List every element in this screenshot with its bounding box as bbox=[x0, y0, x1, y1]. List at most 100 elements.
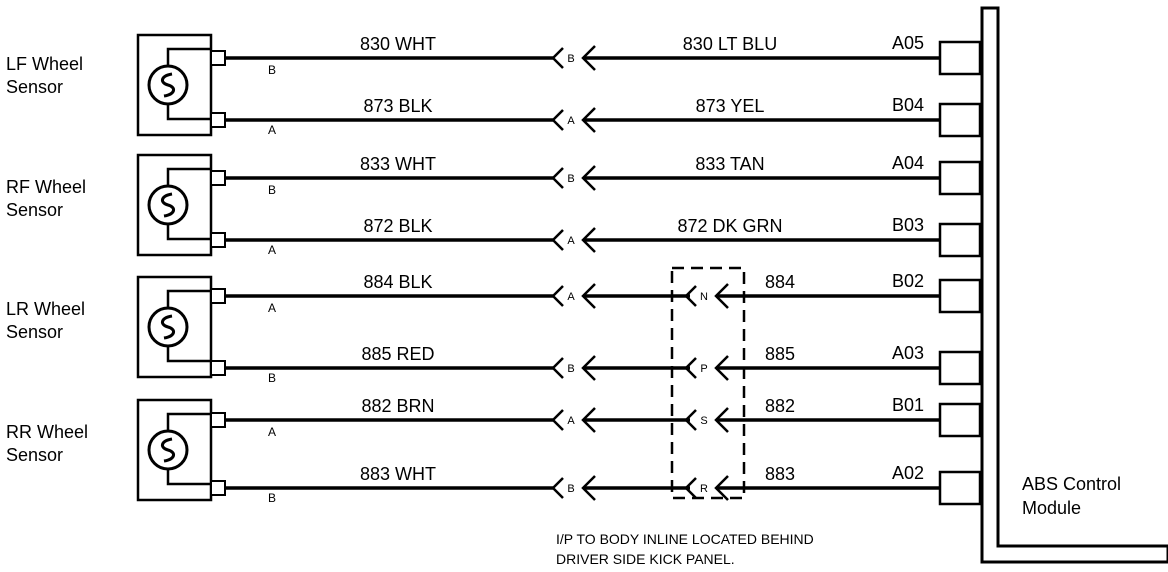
module-terminal bbox=[938, 350, 982, 386]
abs-module-housing bbox=[980, 6, 1168, 564]
wire-right-label: 883 bbox=[765, 464, 795, 484]
module-terminal bbox=[938, 278, 982, 314]
sensor-sine-icon bbox=[161, 192, 175, 218]
sensor-lead bbox=[166, 412, 212, 431]
sensor-rr bbox=[136, 398, 213, 502]
sensor-box bbox=[136, 398, 213, 502]
module-terminal bbox=[938, 402, 982, 438]
sensor-pin-label: B bbox=[268, 63, 276, 77]
sensor-lead bbox=[166, 167, 212, 186]
connector-pin-label: A bbox=[567, 115, 575, 127]
wire-left-label: 883 WHT bbox=[360, 464, 436, 484]
sensor-lead bbox=[166, 289, 212, 308]
sensor-pin-label: A bbox=[268, 425, 276, 439]
sensor-label-lr-line1: LR Wheel bbox=[6, 299, 85, 319]
connector-pin-label: A bbox=[567, 235, 575, 247]
sensor-label-lf-line1: LF Wheel bbox=[6, 54, 83, 74]
wire-right-label: 885 bbox=[765, 344, 795, 364]
inline-chevron-icon bbox=[684, 285, 697, 307]
circuit-a03: B 885 RED B P 885 A03 bbox=[210, 343, 982, 386]
sensor-pin-label: A bbox=[268, 301, 276, 315]
sensor-sine-icon bbox=[161, 314, 175, 340]
sensor-lf bbox=[136, 33, 213, 137]
module-pin-label: B04 bbox=[892, 95, 924, 115]
module-terminal bbox=[938, 40, 982, 76]
module-terminal bbox=[938, 160, 982, 196]
inline-chevron-icon bbox=[684, 357, 697, 379]
wire-right-label: 873 YEL bbox=[696, 96, 765, 116]
sensor-terminal bbox=[210, 170, 226, 186]
module-label-line2: Module bbox=[1022, 498, 1081, 518]
sensor-box bbox=[136, 153, 213, 257]
sensor-terminal bbox=[210, 232, 226, 248]
sensor-pin-label: B bbox=[268, 183, 276, 197]
wire-left-label: 833 WHT bbox=[360, 154, 436, 174]
module-pin-label: B02 bbox=[892, 271, 924, 291]
connector-chevron-icon bbox=[551, 109, 564, 131]
sensor-terminal bbox=[210, 112, 226, 128]
sensor-pin-label: B bbox=[268, 371, 276, 385]
sensor-lead bbox=[166, 469, 212, 486]
module-terminal bbox=[938, 470, 982, 506]
inline-note-line2: DRIVER SIDE KICK PANEL. bbox=[556, 551, 735, 567]
module-label-line1: ABS Control bbox=[1022, 474, 1121, 494]
connector-chevron-icon bbox=[551, 47, 564, 69]
connector-pin-label: B bbox=[567, 483, 574, 495]
module-pin-label: A02 bbox=[892, 463, 924, 483]
sensor-rf bbox=[136, 153, 213, 257]
connector-chevron-icon bbox=[551, 477, 564, 499]
wire-left-label: 882 BRN bbox=[361, 396, 434, 416]
circuit-a04: B 833 WHT B 833 TAN A04 bbox=[210, 153, 982, 197]
sensor-label-rr-line1: RR Wheel bbox=[6, 422, 88, 442]
sensor-terminal bbox=[210, 288, 226, 304]
sensor-terminal bbox=[210, 360, 226, 376]
wire-right-label: 884 bbox=[765, 272, 795, 292]
inline-pin-label: S bbox=[700, 415, 707, 427]
wire-left-label: 830 WHT bbox=[360, 34, 436, 54]
sensor-label-rf-line1: RF Wheel bbox=[6, 177, 86, 197]
inline-pin-label: P bbox=[700, 363, 707, 375]
sensor-label-lf-line2: Sensor bbox=[6, 77, 63, 97]
wire-right-label: 833 TAN bbox=[695, 154, 764, 174]
connector-pin-label: B bbox=[567, 363, 574, 375]
wire-left-label: 885 RED bbox=[361, 344, 434, 364]
sensor-pin-label: A bbox=[268, 243, 276, 257]
sensor-terminal bbox=[210, 412, 226, 428]
sensor-lead bbox=[166, 224, 212, 241]
module-pin-label: A05 bbox=[892, 33, 924, 53]
inline-connector-box bbox=[670, 266, 746, 500]
sensor-box bbox=[136, 33, 213, 137]
connector-pin-label: A bbox=[567, 291, 575, 303]
connector-pin-label: A bbox=[567, 415, 575, 427]
wire-right-label: 882 bbox=[765, 396, 795, 416]
module-terminal bbox=[938, 102, 982, 138]
sensor-lr bbox=[136, 275, 213, 379]
sensor-lead bbox=[166, 104, 212, 121]
connector-chevron-icon bbox=[551, 285, 564, 307]
wire-right-label: 872 DK GRN bbox=[677, 216, 782, 236]
sensor-terminal bbox=[210, 50, 226, 66]
connector-pin-label: B bbox=[567, 173, 574, 185]
sensor-pin-label: A bbox=[268, 123, 276, 137]
sensor-terminal bbox=[210, 480, 226, 496]
module-pin-label: B03 bbox=[892, 215, 924, 235]
inline-note-line1: I/P TO BODY INLINE LOCATED BEHIND bbox=[556, 531, 814, 547]
connector-chevron-icon bbox=[551, 357, 564, 379]
module-pin-label: B01 bbox=[892, 395, 924, 415]
inline-chevron-icon bbox=[684, 409, 697, 431]
wire-right-label: 830 LT BLU bbox=[683, 34, 777, 54]
connector-chevron-icon bbox=[551, 409, 564, 431]
sensor-label-rf-line2: Sensor bbox=[6, 200, 63, 220]
module-terminal bbox=[938, 222, 982, 258]
module-pin-label: A03 bbox=[892, 343, 924, 363]
wire-left-label: 873 BLK bbox=[363, 96, 432, 116]
sensor-label-lr-line2: Sensor bbox=[6, 322, 63, 342]
circuit-b01: A 882 BRN A S 882 B01 bbox=[210, 395, 982, 439]
sensor-lead bbox=[166, 47, 212, 66]
circuit-b04: A 873 BLK A 873 YEL B04 bbox=[210, 95, 982, 138]
module-pin-label: A04 bbox=[892, 153, 924, 173]
